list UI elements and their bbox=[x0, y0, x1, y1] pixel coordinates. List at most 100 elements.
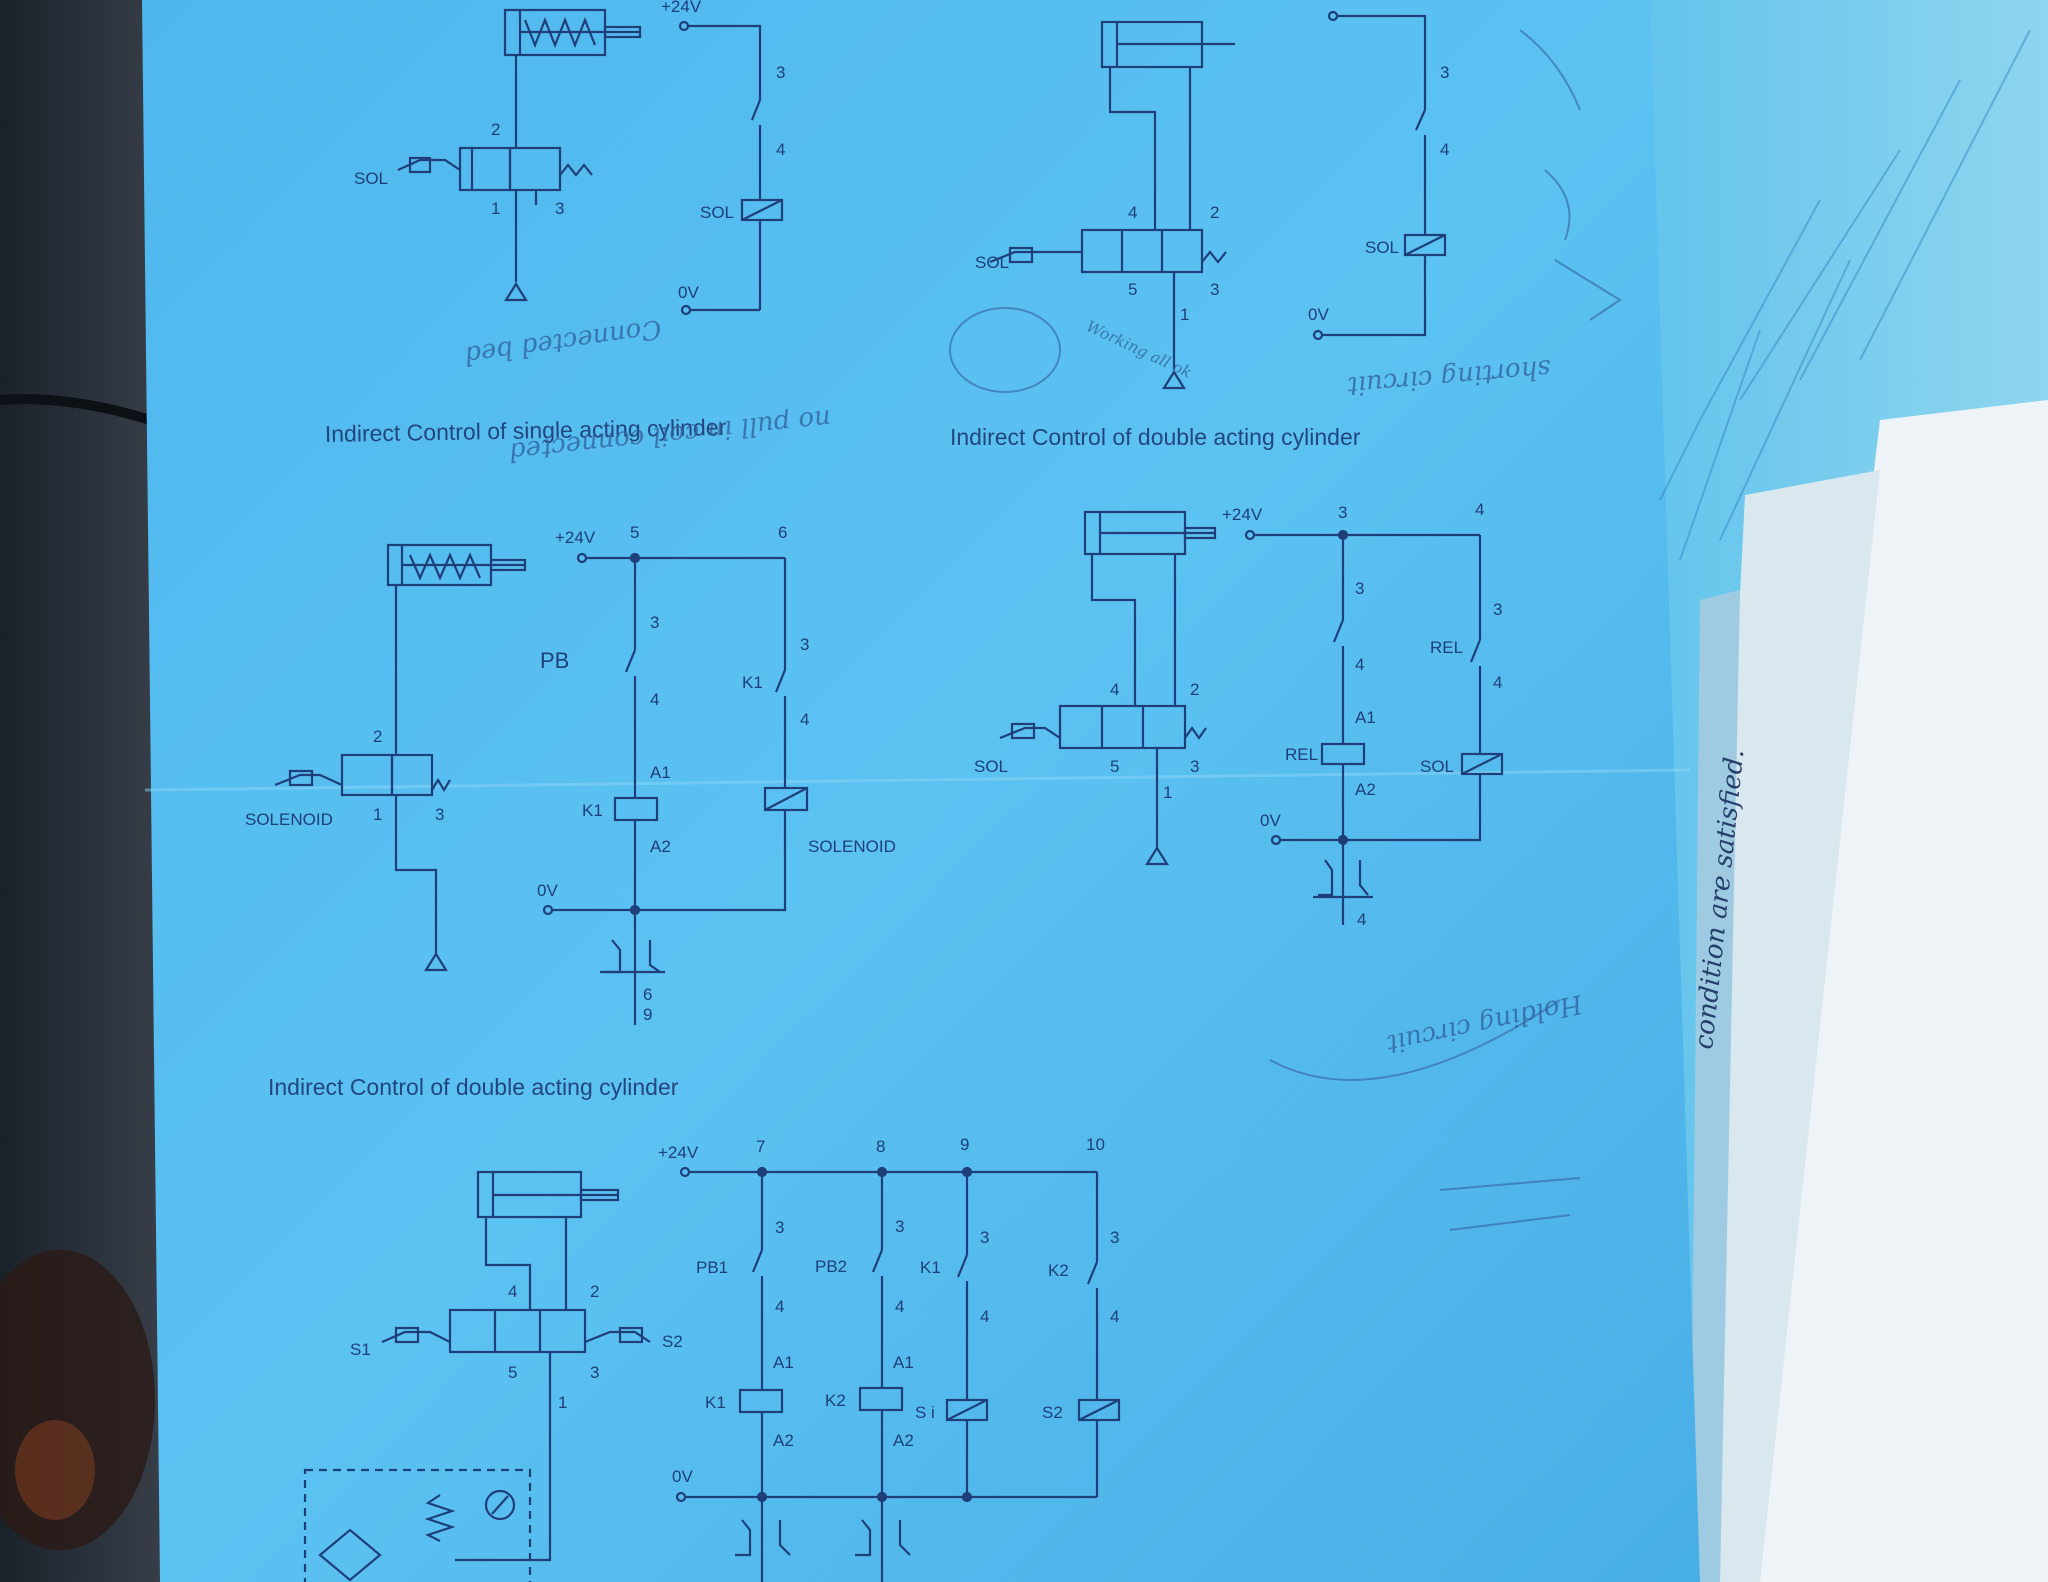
d3-num-3b: 3 bbox=[800, 635, 809, 654]
d4-solenoid-coil bbox=[1460, 752, 1504, 776]
d2-port-2: 2 bbox=[1210, 203, 1219, 222]
d3-a2: A2 bbox=[650, 837, 671, 856]
d2-sol-elec: SOL bbox=[1365, 238, 1399, 257]
d5-a1-k2: A1 bbox=[893, 1353, 914, 1372]
d5-si: S i bbox=[915, 1403, 935, 1422]
d3-num-4a: 4 bbox=[650, 690, 659, 709]
d4-a1: A1 bbox=[1355, 708, 1376, 727]
d2-sol-label: SOL bbox=[975, 253, 1009, 272]
paper-fold bbox=[144, 768, 1691, 792]
d2-num-4: 4 bbox=[1440, 140, 1449, 159]
d4-node-3: 3 bbox=[1338, 503, 1347, 522]
d2-port-4: 4 bbox=[1128, 203, 1137, 222]
d1-port-1: 1 bbox=[491, 199, 500, 218]
handwriting-strokes bbox=[949, 29, 1622, 1231]
d5-node-9: 9 bbox=[960, 1135, 969, 1154]
pressure-gauge bbox=[484, 1489, 516, 1521]
sheet-back bbox=[1740, 400, 2048, 1582]
d4-port-2: 2 bbox=[1190, 680, 1199, 699]
d3-k1-contact: K1 bbox=[742, 673, 763, 692]
d3-solenoid-label: SOLENOID bbox=[245, 810, 333, 829]
d4-num-4a: 4 bbox=[1355, 655, 1364, 674]
d5-a2-k1: A2 bbox=[773, 1431, 794, 1450]
d5-k1-coil: K1 bbox=[705, 1393, 726, 1412]
d3-node-6: 6 bbox=[778, 523, 787, 542]
d2-port-5: 5 bbox=[1128, 280, 1137, 299]
caption-2: Indirect Control of double acting cylind… bbox=[950, 424, 1361, 450]
d4-valve bbox=[1058, 704, 1187, 750]
cable bbox=[0, 394, 152, 425]
d5-zero: 0V bbox=[672, 1467, 693, 1486]
d3-port-3: 3 bbox=[435, 805, 444, 824]
d4-num-3a: 3 bbox=[1355, 579, 1364, 598]
d3-port-2: 2 bbox=[373, 727, 382, 746]
d5-port-3: 3 bbox=[590, 1363, 599, 1382]
d5-pb2: PB2 bbox=[815, 1257, 847, 1276]
d2-port-3: 3 bbox=[1210, 280, 1219, 299]
d4-num-3b: 3 bbox=[1493, 600, 1502, 619]
d5-port-1: 1 bbox=[558, 1393, 567, 1412]
d5-s2-label: S2 bbox=[662, 1332, 683, 1351]
d5-port-2: 2 bbox=[590, 1282, 599, 1301]
d5-num-4d: 4 bbox=[1110, 1307, 1119, 1326]
d3-k1-coil: K1 bbox=[582, 801, 603, 820]
d3-ref-6: 6 bbox=[643, 985, 652, 1004]
d1-zero: 0V bbox=[678, 283, 699, 302]
d5-node-10: 10 bbox=[1086, 1135, 1105, 1154]
d5-num-4b: 4 bbox=[895, 1297, 904, 1316]
d4-port-5: 5 bbox=[1110, 757, 1119, 776]
d5-plus24: +24V bbox=[658, 1143, 699, 1162]
d5-a1-k1: A1 bbox=[773, 1353, 794, 1372]
d2-num-3: 3 bbox=[1440, 63, 1449, 82]
main-paper bbox=[142, 0, 1700, 1582]
d5-s2-elec: S2 bbox=[1042, 1403, 1063, 1422]
d2-port-1: 1 bbox=[1180, 305, 1189, 324]
d4-port-3: 3 bbox=[1190, 757, 1199, 776]
background-glow bbox=[15, 1420, 95, 1520]
caption-3: Indirect Control of double acting cylind… bbox=[268, 1074, 679, 1100]
d1-num-4: 4 bbox=[776, 140, 785, 159]
sheet-front bbox=[1690, 590, 1740, 1582]
d4-rel-coil: REL bbox=[1285, 745, 1318, 764]
d5-pb1: PB1 bbox=[696, 1258, 728, 1277]
d1-sol-label: SOL bbox=[354, 169, 388, 188]
d3-ref-9: 9 bbox=[643, 1005, 652, 1024]
d5-k2-coil: K2 bbox=[825, 1391, 846, 1410]
d5-num-4c: 4 bbox=[980, 1307, 989, 1326]
circled-note bbox=[949, 307, 1061, 393]
d4-zero: 0V bbox=[1260, 811, 1281, 830]
d5-frl-unit bbox=[303, 1468, 532, 1582]
d1-port-3: 3 bbox=[555, 199, 564, 218]
d4-ref-4: 4 bbox=[1357, 910, 1366, 929]
d3-solenoid-elec: SOLENOID bbox=[808, 837, 896, 856]
d3-node-5: 5 bbox=[630, 523, 639, 542]
d1-num-3: 3 bbox=[776, 63, 785, 82]
d5-k1-contact: K1 bbox=[920, 1258, 941, 1277]
d5-k2-contact: K2 bbox=[1048, 1261, 1069, 1280]
d3-pb-label: PB bbox=[540, 648, 569, 673]
d1-plus24: +24V bbox=[661, 0, 702, 16]
schematics bbox=[274, 8, 1504, 1582]
d1-port-2: 2 bbox=[491, 120, 500, 139]
d5-num-3d: 3 bbox=[1110, 1228, 1119, 1247]
d1-sol-elec: SOL bbox=[700, 203, 734, 222]
d3-zero: 0V bbox=[537, 881, 558, 900]
d5-solenoid-s2 bbox=[1077, 1398, 1121, 1422]
d5-valve bbox=[448, 1308, 587, 1354]
d1-solenoid-coil bbox=[740, 198, 784, 222]
d5-num-3a: 3 bbox=[775, 1218, 784, 1237]
d3-port-1: 1 bbox=[373, 805, 382, 824]
d4-rel-contact: REL bbox=[1430, 638, 1463, 657]
d3-num-4b: 4 bbox=[800, 710, 809, 729]
d5-num-3c: 3 bbox=[980, 1228, 989, 1247]
d5-a2-k2: A2 bbox=[893, 1431, 914, 1450]
d4-a2: A2 bbox=[1355, 780, 1376, 799]
sheet-mid bbox=[1690, 470, 1880, 1582]
right-scribbles bbox=[1659, 29, 2031, 561]
d3-a1: A1 bbox=[650, 763, 671, 782]
d3-num-3a: 3 bbox=[650, 613, 659, 632]
d4-num-4b: 4 bbox=[1493, 673, 1502, 692]
d4-sol-elec: SOL bbox=[1420, 757, 1454, 776]
